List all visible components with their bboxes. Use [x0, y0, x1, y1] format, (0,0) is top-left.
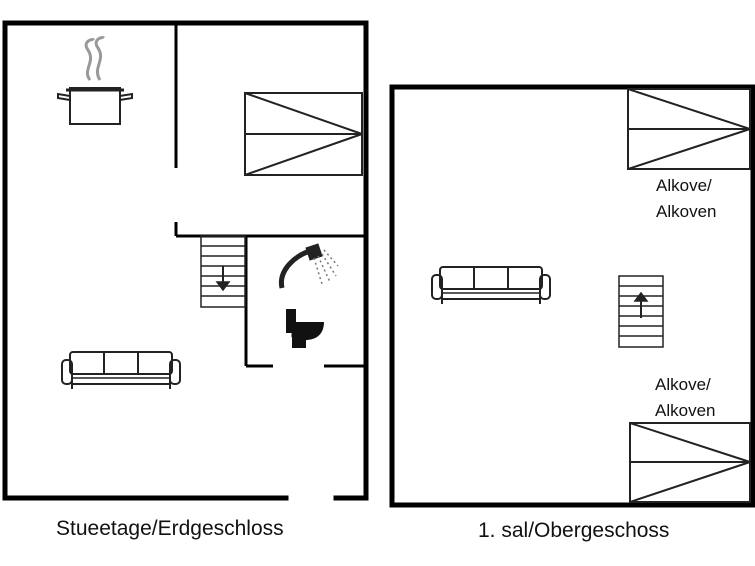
bed-icon	[627, 88, 751, 170]
bed-icon	[244, 92, 363, 176]
ground-floor-caption: Stueetage/Erdgeschloss	[56, 517, 284, 540]
upper-floor-walls	[389, 84, 755, 508]
ground-floor-inner-walls	[174, 23, 366, 368]
ground-floor-walls	[2, 20, 369, 501]
upper-floor-caption: 1. sal/Obergeschoss	[478, 519, 669, 542]
stairs-down-icon	[200, 235, 246, 308]
alcove-top-line2: Alkoven	[656, 202, 716, 221]
cooking-pot-icon	[57, 36, 133, 125]
alcove-bottom-line1: Alkove/	[655, 375, 711, 394]
alcove-bottom-line2: Alkoven	[655, 401, 715, 420]
toilet-icon	[286, 309, 324, 348]
stairs-up-icon	[618, 275, 664, 348]
bed-icon	[629, 422, 751, 503]
alcove-top-line1: Alkove/	[656, 176, 712, 195]
shower-icon	[278, 243, 339, 289]
sofa-icon	[61, 351, 181, 390]
sofa-icon	[431, 266, 551, 305]
